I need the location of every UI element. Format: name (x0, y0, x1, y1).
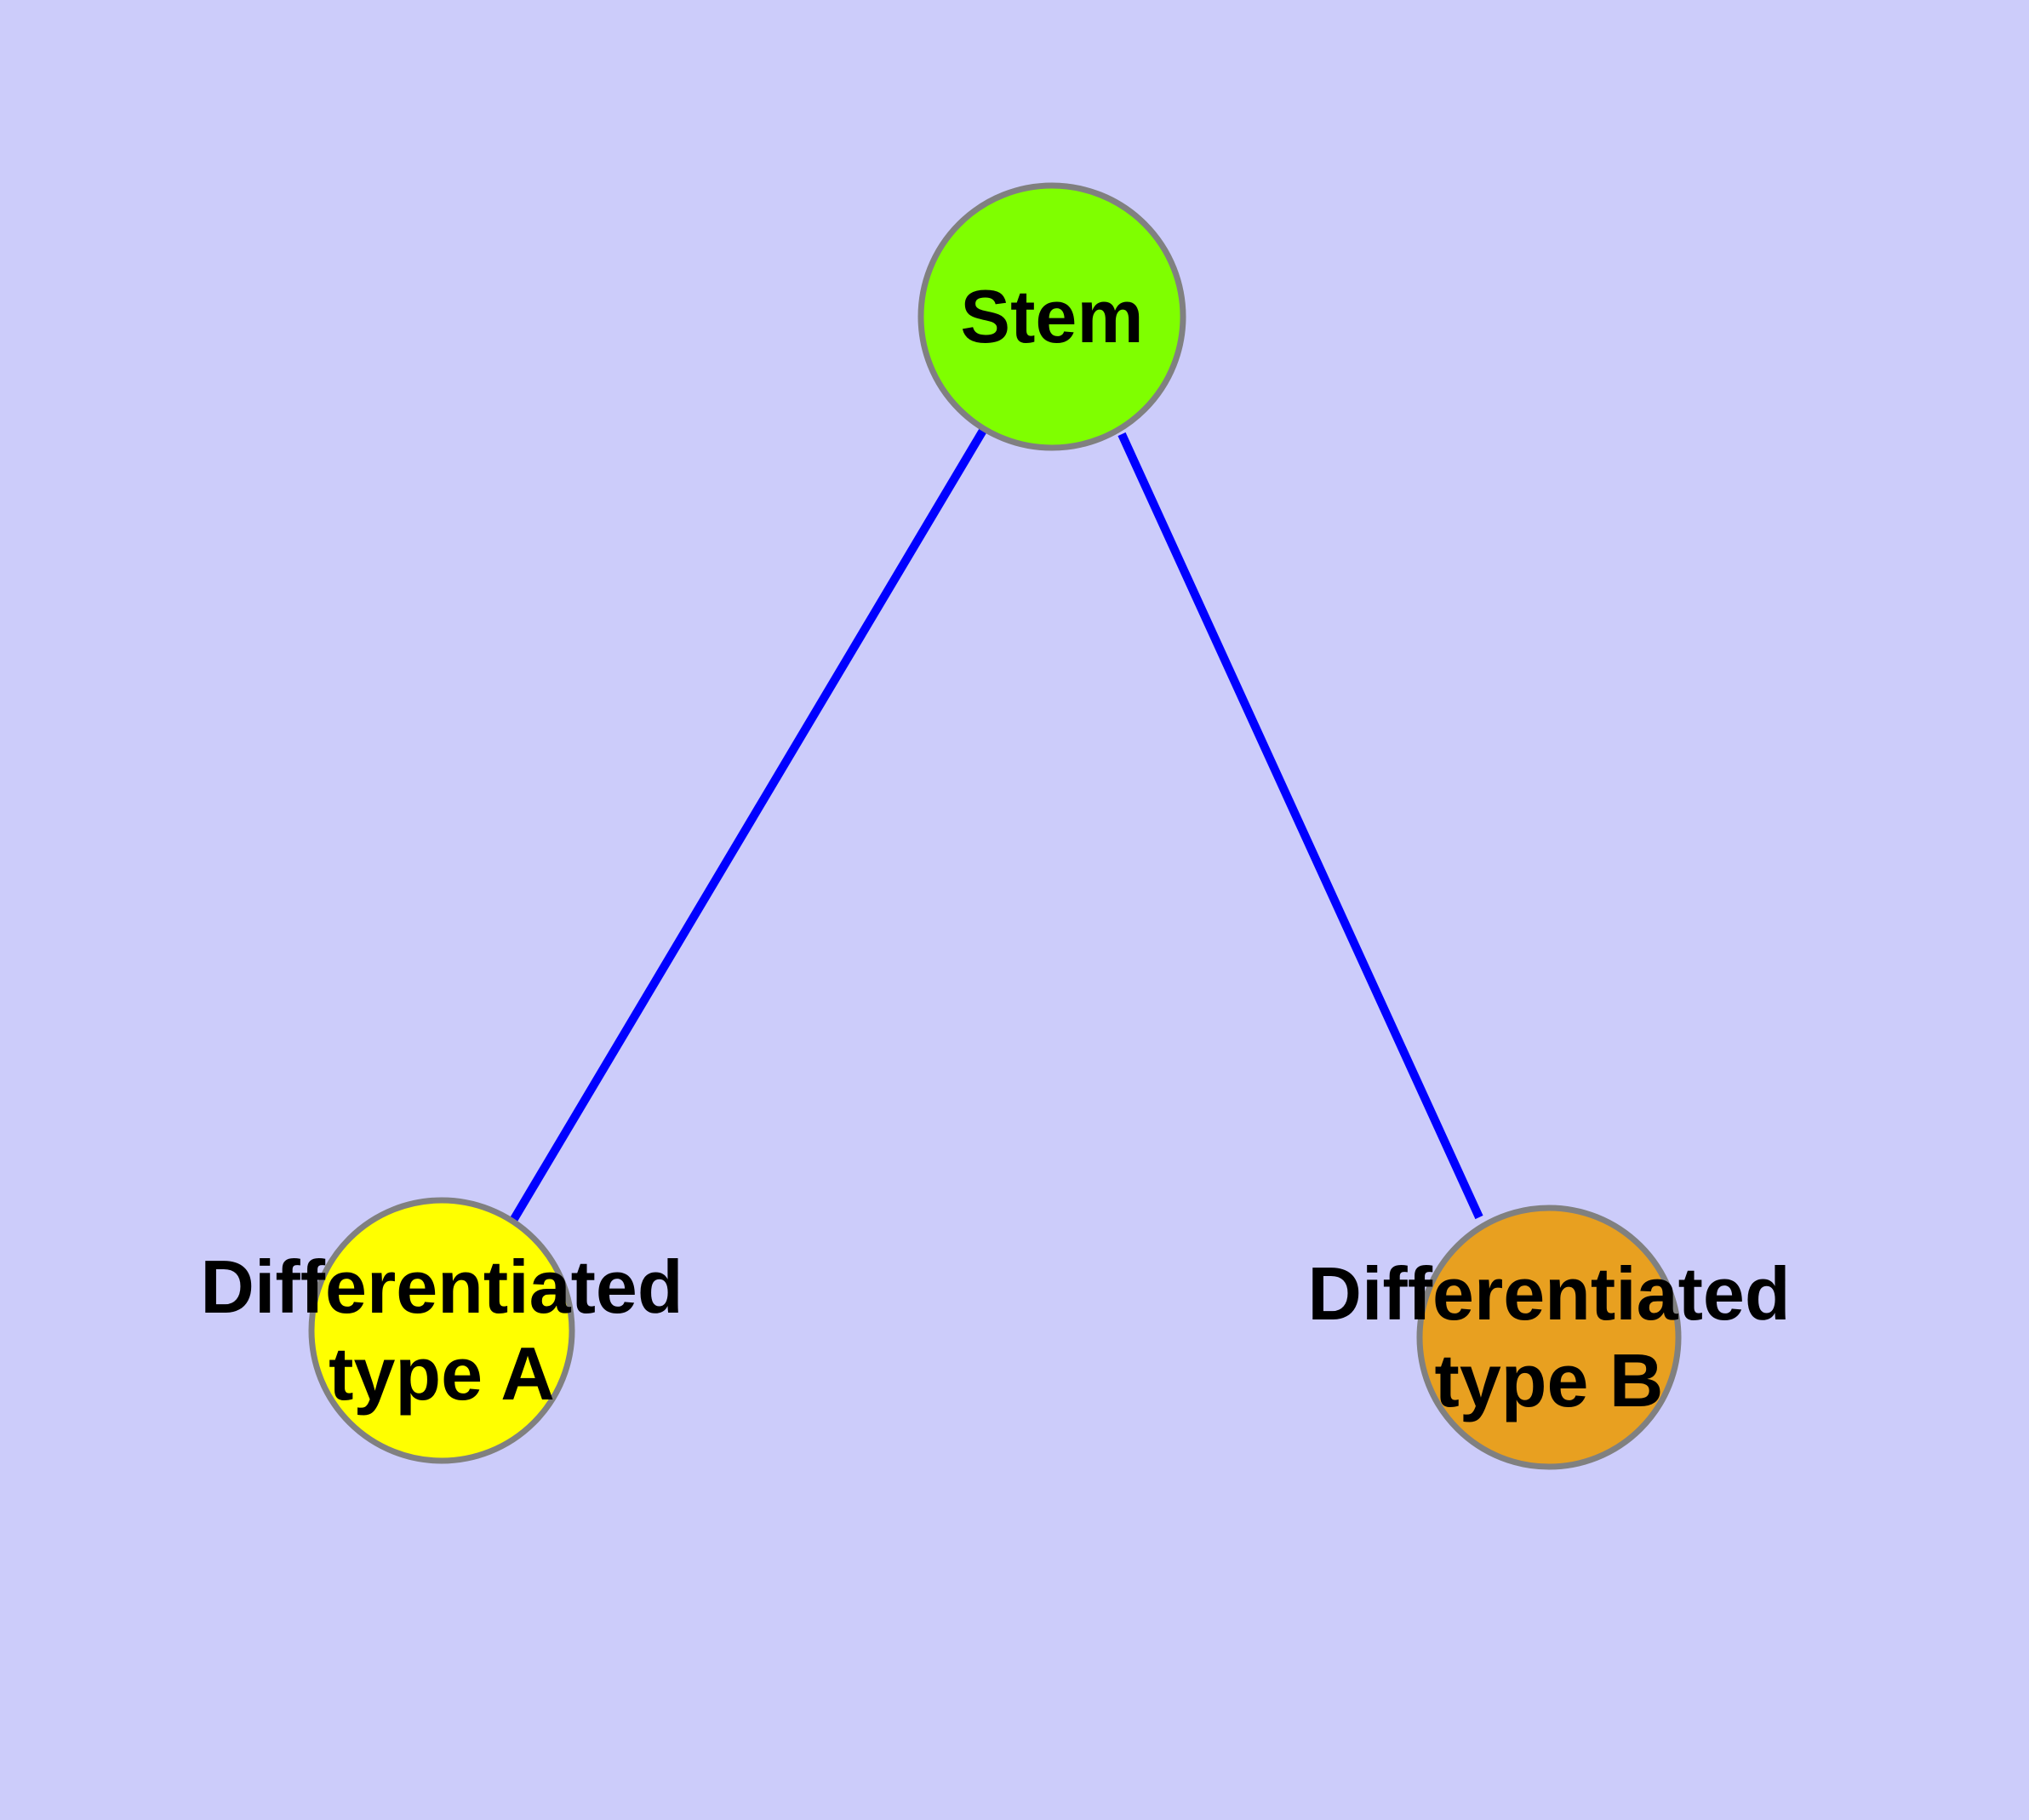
node-label-line: Stem (960, 274, 1143, 358)
node-label-line: Differentiated (200, 1245, 683, 1329)
node-stem-label: Stem (960, 274, 1143, 358)
edge-stem-to-diff-a[interactable] (507, 426, 988, 1226)
node-label-line: type A (329, 1331, 555, 1416)
node-stem[interactable] (917, 182, 1186, 451)
node-diff-a-circle[interactable] (308, 1197, 575, 1464)
node-diff-b-circle[interactable] (1416, 1205, 1682, 1470)
node-diff-b[interactable] (1416, 1205, 1682, 1470)
node-label-line: type B (1435, 1338, 1664, 1422)
node-stem-circle[interactable] (917, 182, 1186, 451)
edge-stem-to-diff-b[interactable] (1117, 432, 1483, 1220)
node-diff-a[interactable] (308, 1197, 575, 1464)
node-layer (308, 182, 1682, 1470)
node-label-line: Differentiated (1307, 1251, 1790, 1336)
edge-layer (507, 426, 1483, 1226)
